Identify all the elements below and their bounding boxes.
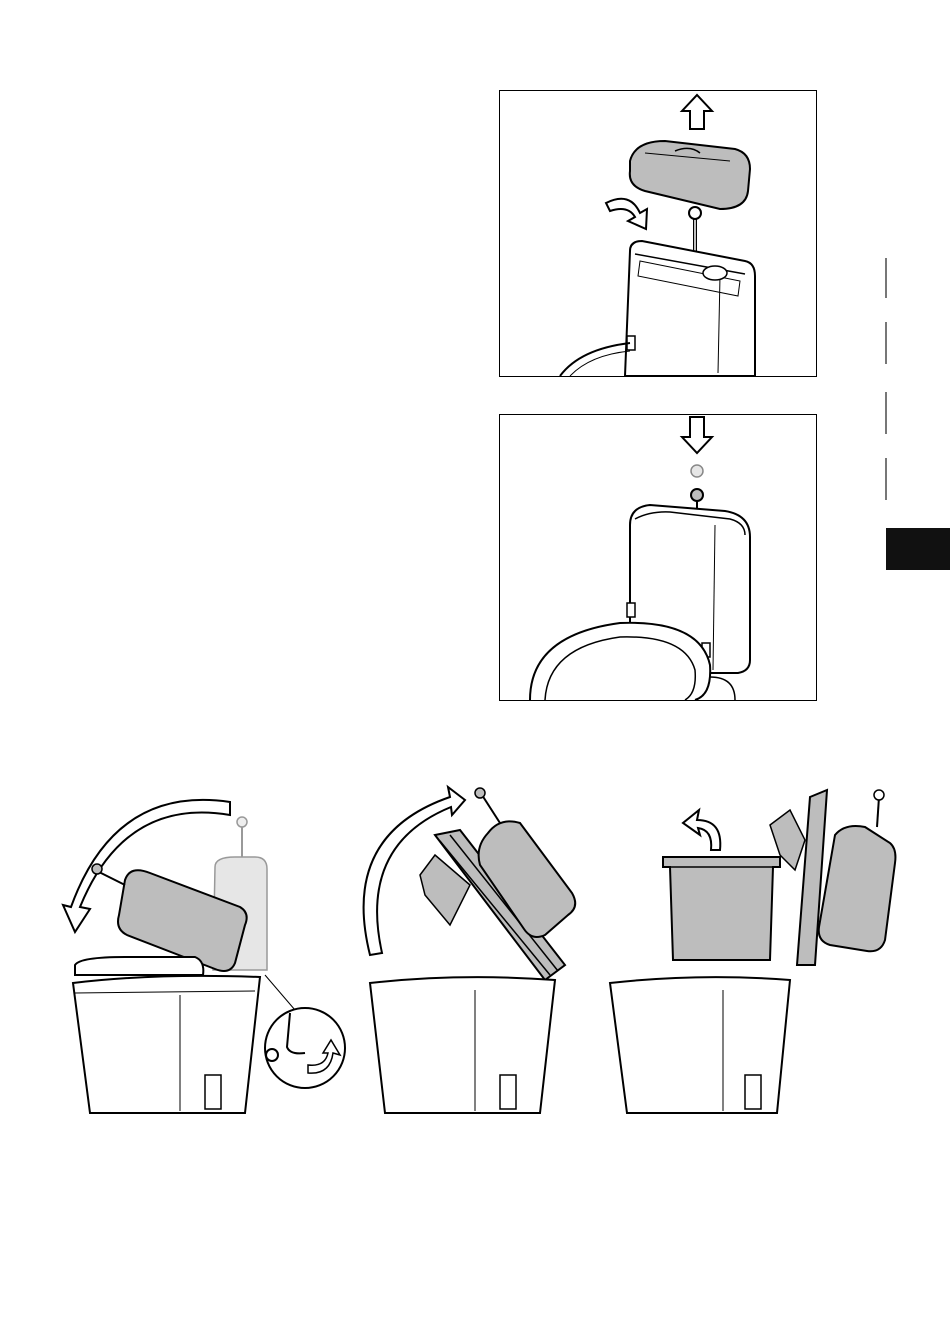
tank-lid [630, 141, 750, 209]
toilet-base [370, 977, 555, 1113]
waste-bucket [663, 857, 780, 960]
float-knob [691, 465, 703, 513]
detail-circle-icon [265, 975, 345, 1088]
curved-arrow-icon [606, 199, 647, 229]
side-tab-marker [885, 258, 887, 298]
toilet-base [610, 977, 790, 1113]
seat-edge [570, 351, 630, 376]
arrow-down-icon [682, 417, 712, 453]
curved-arrow-icon [683, 810, 720, 850]
figure-tilt-tank-step-1 [55, 785, 355, 1125]
side-tab-active [886, 528, 950, 570]
side-tab-marker [885, 458, 887, 500]
tilted-lid-assembly [420, 788, 575, 980]
figure-tilt-tank-step-2 [340, 775, 600, 1125]
figure-remove-tank-lid [499, 90, 817, 377]
figure-remove-bucket-step-3 [605, 775, 900, 1125]
side-tab-marker [885, 392, 887, 434]
water-tank [625, 241, 755, 376]
toilet-base [73, 976, 260, 1113]
side-tab-marker [885, 322, 887, 364]
figure-replace-tank-lid [499, 414, 817, 701]
arrow-up-icon [682, 95, 712, 129]
raised-lid-assembly [770, 790, 895, 965]
toilet-seat [75, 957, 203, 975]
